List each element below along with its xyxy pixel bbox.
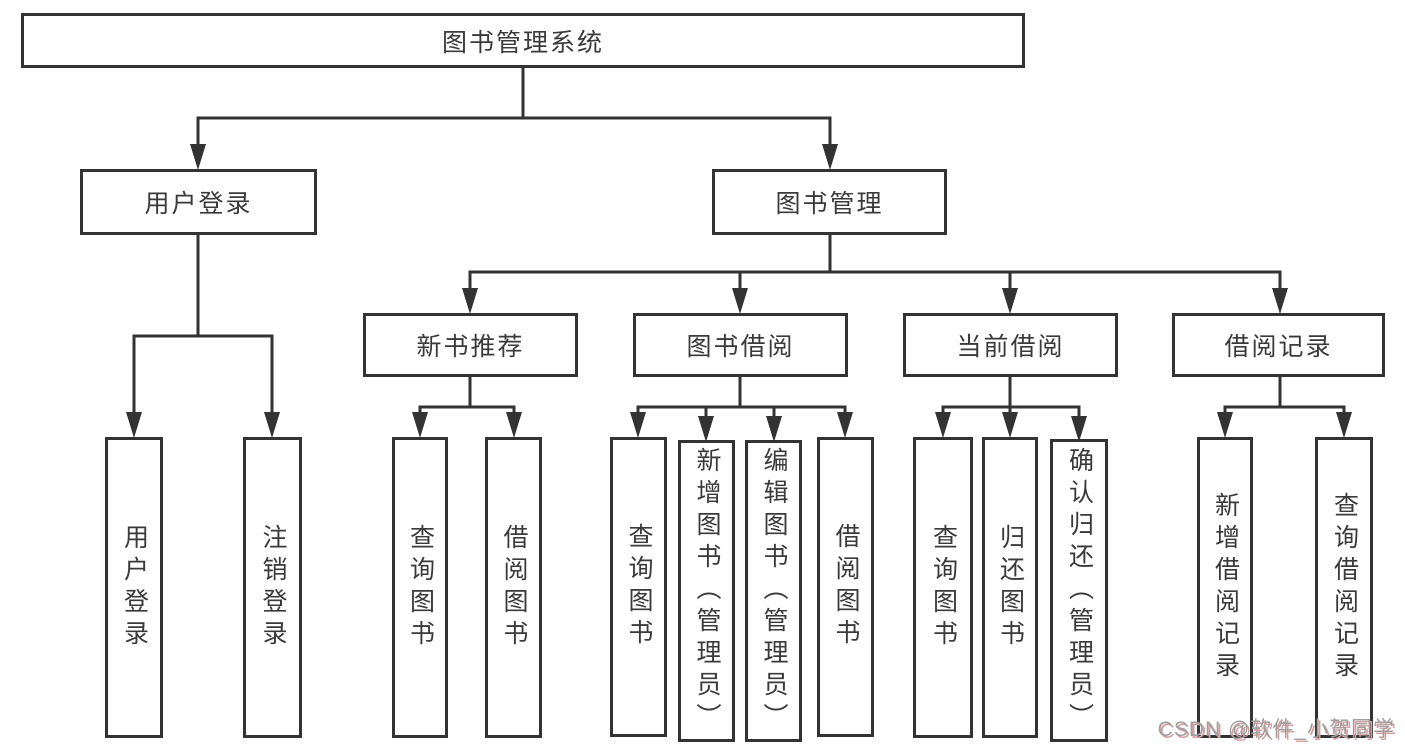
node-label: 查询图书 <box>406 523 435 652</box>
node-label: 用户登录 <box>120 523 149 652</box>
node-label: 新增图书（管理员） <box>693 447 721 735</box>
node-label: 编辑图书（管理员） <box>760 447 788 735</box>
leaf-records-query-record: 查询借阅记录 <box>1315 437 1373 738</box>
node-label: 注销登录 <box>259 523 287 652</box>
leaf-borrow-borrow-books: 借阅图书 <box>817 437 874 737</box>
node-label: 图书管理 <box>775 190 884 218</box>
leaf-borrow-edit-books-admin: 编辑图书（管理员） <box>745 440 802 742</box>
node-label: 图书借阅 <box>686 333 795 361</box>
leaf-borrow-query-books: 查询图书 <box>610 437 667 737</box>
leaf-borrow-add-books-admin: 新增图书（管理员） <box>678 440 735 742</box>
node-current-borrow: 当前借阅 <box>903 313 1118 377</box>
node-new-book-recommend: 新书推荐 <box>363 313 578 377</box>
leaf-newbooks-borrow-books: 借阅图书 <box>485 437 542 738</box>
leaf-current-query-books: 查询图书 <box>913 437 973 738</box>
node-label: 当前借阅 <box>956 333 1065 361</box>
csdn-watermark: CSDN @软件_小贺同学 <box>1157 718 1395 741</box>
node-root-system: 图书管理系统 <box>21 13 1025 68</box>
node-label: 查询借阅记录 <box>1330 491 1359 684</box>
leaf-current-confirm-return-admin: 确认归还（管理员） <box>1050 439 1108 742</box>
node-label: 查询图书 <box>625 523 653 651</box>
leaf-current-return-books: 归还图书 <box>982 437 1038 738</box>
leaf-records-add-record: 新增借阅记录 <box>1197 437 1253 738</box>
node-user-login: 用户登录 <box>80 169 317 235</box>
node-label: 用户登录 <box>144 190 253 218</box>
node-label: 图书管理系统 <box>441 28 604 57</box>
node-label: 确认归还（管理员） <box>1065 446 1094 735</box>
node-label: 新书推荐 <box>416 333 525 361</box>
node-label: 借阅图书 <box>832 523 860 651</box>
node-label: 新增借阅记录 <box>1211 491 1240 684</box>
leaf-user-login: 用户登录 <box>105 437 163 738</box>
node-book-management: 图书管理 <box>712 169 947 235</box>
leaf-logout: 注销登录 <box>243 437 302 738</box>
arrowheads <box>126 144 1352 442</box>
node-book-borrow: 图书借阅 <box>633 313 848 377</box>
node-label: 查询图书 <box>929 523 958 652</box>
node-label: 归还图书 <box>996 523 1025 652</box>
node-borrow-records: 借阅记录 <box>1172 313 1385 377</box>
leaf-newbooks-query-books: 查询图书 <box>392 437 448 738</box>
node-label: 借阅图书 <box>500 523 528 652</box>
node-label: 借阅记录 <box>1224 333 1333 361</box>
